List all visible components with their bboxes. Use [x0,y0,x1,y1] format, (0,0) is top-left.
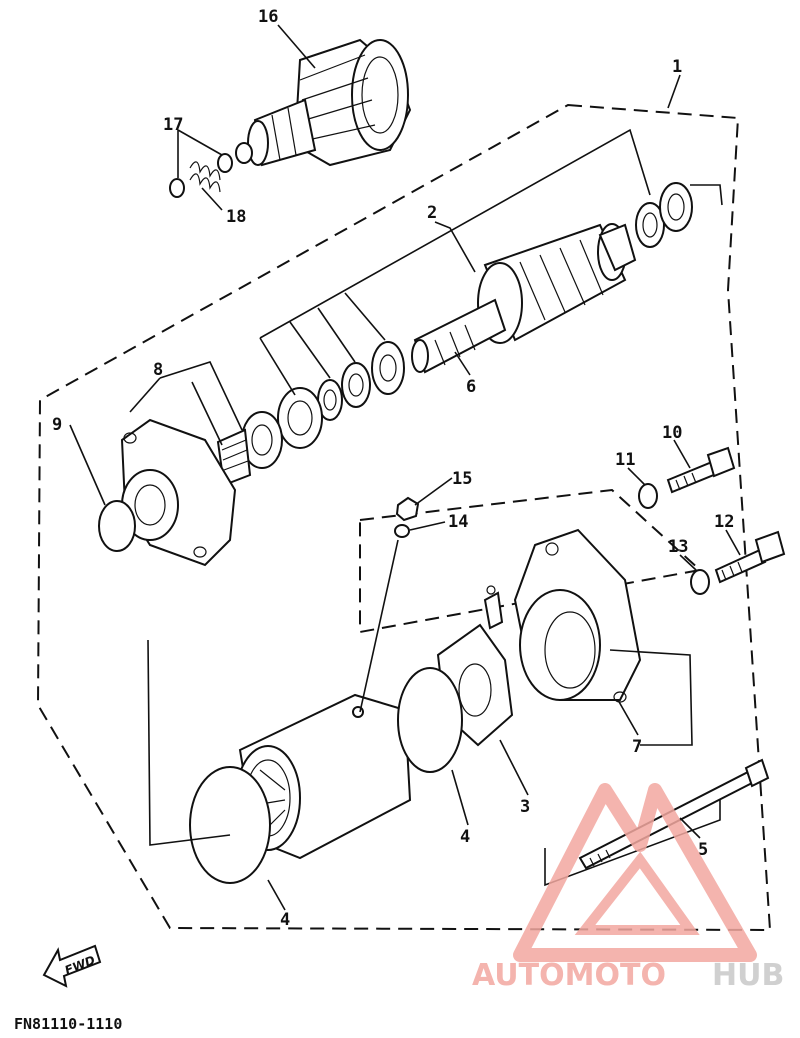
spring-and-washers [169,153,233,198]
fwd-arrow: FWD [42,944,102,988]
bolt-lower [714,530,786,584]
callout-10: 10 [662,423,682,443]
leader-lines [69,24,741,911]
callout-11: 11 [615,450,635,470]
callout-8: 8 [153,360,163,380]
callout-4a: 4 [460,827,470,847]
front-cover [120,418,237,567]
washer-13 [690,569,710,595]
callouts: 1 2 3 4 4 5 6 7 8 9 10 11 12 13 14 15 16… [52,7,734,930]
callout-16: 16 [258,7,278,27]
callout-13: 13 [668,537,688,557]
thrust-washers-front [317,341,405,421]
callout-1: 1 [672,57,682,77]
callout-9: 9 [52,415,62,435]
yoke-housing [235,693,412,860]
callout-2: 2 [427,203,437,223]
thrust-washers-rear [635,182,693,248]
lock-washer [394,524,410,538]
callout-18: 18 [226,207,246,227]
callout-6: 6 [466,377,476,397]
gasket-front [189,766,271,884]
fwd-arrow-icon [42,944,102,988]
callout-14: 14 [448,512,468,532]
watermark-triangle-icon [513,783,757,962]
watermark-text-primary: AUTOMOTO [472,958,666,993]
callout-5: 5 [698,840,708,860]
bolt-upper [666,446,736,494]
callout-7: 7 [632,737,642,757]
watermark-text-secondary: HUB [712,958,784,993]
washer-11 [638,483,658,509]
rear-cover [513,528,642,703]
bearing-and-seal [216,387,323,487]
gasket-rear [397,667,463,773]
figure-code: FN81110-1110 [14,1015,122,1033]
callout-15: 15 [452,469,472,489]
armature [411,223,637,374]
nut [395,496,420,522]
callout-12: 12 [714,512,734,532]
assembly-outline [36,103,772,932]
o-ring [98,500,136,552]
inner-outline [359,488,703,634]
callout-3: 3 [520,797,530,817]
callout-4b: 4 [280,910,290,930]
callout-17: 17 [163,115,183,135]
pinion-gear [235,38,412,167]
watermark-logo: AUTOMOTO HUB [472,783,784,993]
